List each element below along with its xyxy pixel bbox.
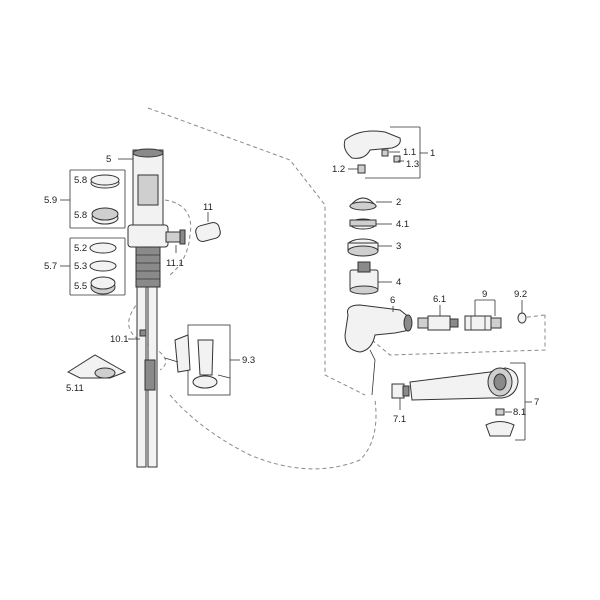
label-5-5: 5.5 <box>74 281 87 292</box>
part-4-1-ring <box>349 218 377 230</box>
label-5-8-bottom: 5.8 <box>74 210 87 221</box>
label-1-1: 1.1 <box>403 147 416 158</box>
part-9-connector <box>464 315 502 331</box>
label-1-2: 1.2 <box>332 164 345 175</box>
label-9-2: 9.2 <box>514 289 527 300</box>
part-2-cap <box>348 197 378 211</box>
label-8-1: 8.1 <box>513 407 526 418</box>
part-4-cartridge <box>349 261 379 295</box>
rings-5-8 <box>90 174 120 225</box>
label-11-1: 11.1 <box>166 258 184 269</box>
rings-5-2-5-3-5-5 <box>89 242 117 295</box>
label-9: 9 <box>482 289 487 300</box>
part-1-lever <box>343 130 401 174</box>
label-5-11: 5.11 <box>66 383 84 394</box>
part-5-body <box>127 148 186 288</box>
label-2: 2 <box>396 197 401 208</box>
label-5-2: 5.2 <box>74 243 87 254</box>
label-1-3: 1.3 <box>406 159 419 170</box>
hose <box>369 349 376 396</box>
label-4: 4 <box>396 277 401 288</box>
part-6-spout-body <box>344 304 413 353</box>
label-9-3: 9.3 <box>242 355 255 366</box>
part-8-1-aerator <box>485 408 515 437</box>
label-5-3: 5.3 <box>74 261 87 272</box>
part-labels: 5 5.8 5.8 5.9 5.2 5.3 5.5 5.7 10.1 5.11 … <box>44 147 539 425</box>
part-5-11-plate <box>66 354 127 379</box>
pipes <box>136 286 158 468</box>
label-6-1: 6.1 <box>433 294 446 305</box>
label-7-1: 7.1 <box>393 414 406 425</box>
leader-lines <box>60 126 532 441</box>
label-5-8-top: 5.8 <box>74 175 87 186</box>
part-7-1-coupling <box>391 383 410 399</box>
label-5-9: 5.9 <box>44 195 57 206</box>
part-7-spray-head <box>409 367 519 401</box>
label-5-7: 5.7 <box>44 261 57 272</box>
label-1: 1 <box>430 148 435 159</box>
part-9-3-group <box>164 324 231 396</box>
part-6-1-connector <box>417 315 459 331</box>
label-6: 6 <box>390 295 395 306</box>
label-3: 3 <box>396 241 401 252</box>
part-3-ring <box>347 238 379 257</box>
part-9-2-washer <box>517 312 527 324</box>
label-4-1: 4.1 <box>396 219 409 230</box>
label-5: 5 <box>106 154 111 165</box>
label-7: 7 <box>534 397 539 408</box>
label-10-1: 10.1 <box>110 334 129 345</box>
label-11: 11 <box>203 202 213 213</box>
part-11-cap <box>195 222 221 242</box>
